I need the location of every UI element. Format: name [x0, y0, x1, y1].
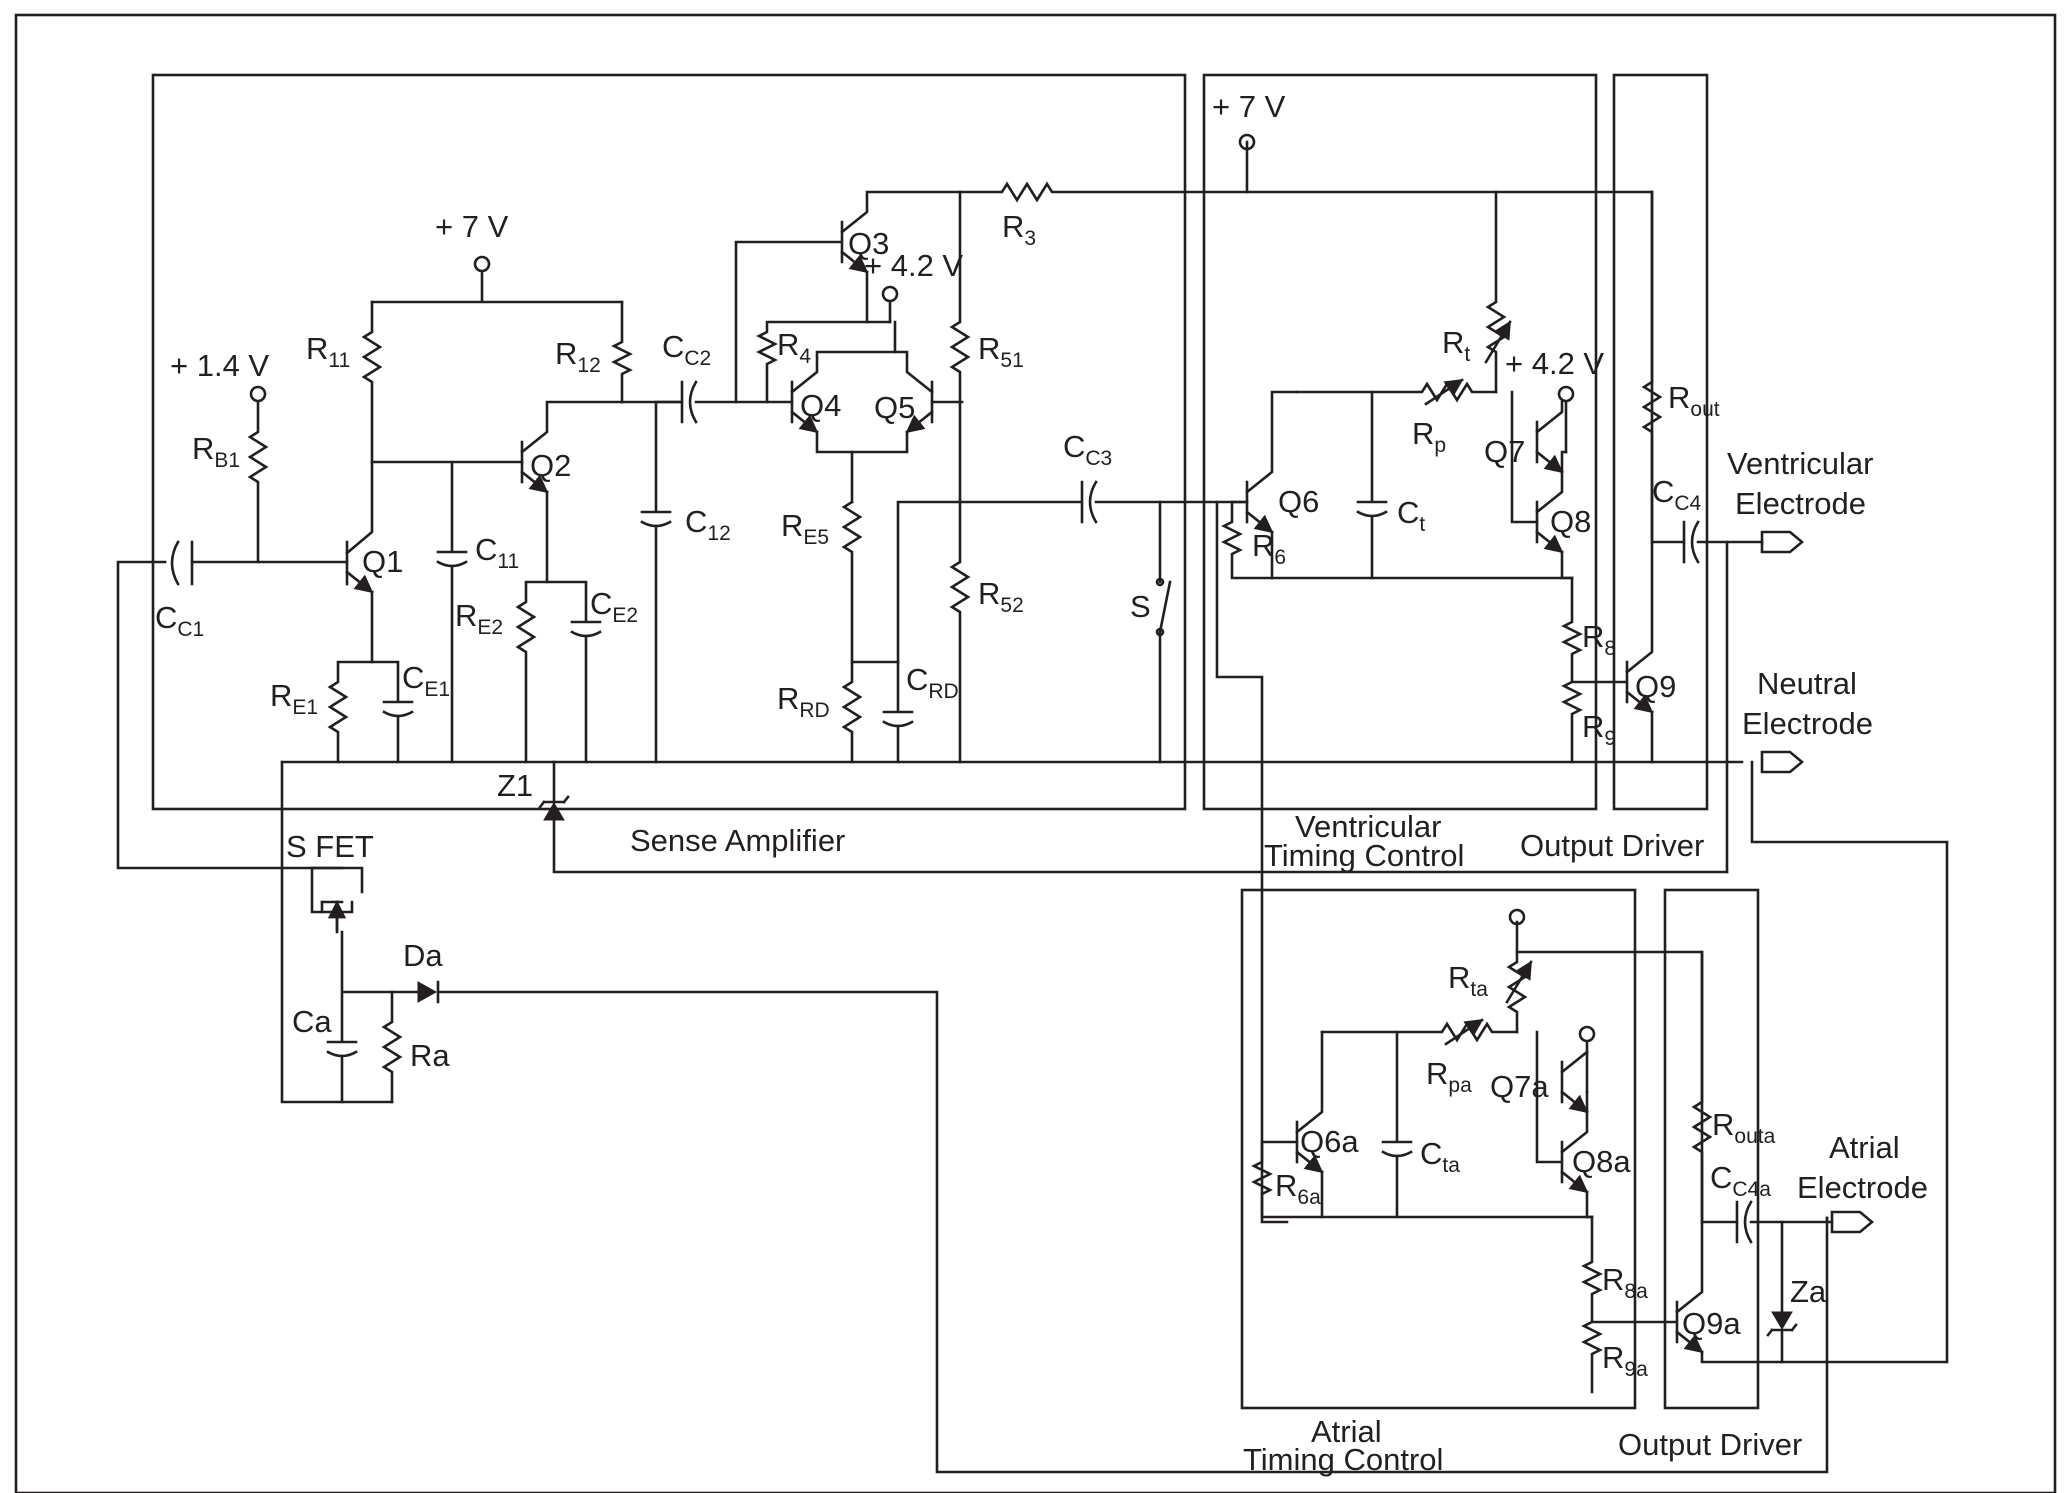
- cc3-label: CC3: [1063, 429, 1112, 470]
- r51-label: R51: [978, 331, 1024, 372]
- crd-label: CRD: [906, 662, 959, 703]
- r12-label: R12: [555, 336, 601, 377]
- cta-label: Cta: [1420, 1136, 1460, 1177]
- q3-label: Q3: [848, 226, 889, 261]
- supply-4v2-label: + 4.2 V: [864, 248, 963, 283]
- rp-label: Rp: [1412, 416, 1446, 457]
- q4-label: Q4: [800, 388, 841, 423]
- supply-7v-vtc-label: + 7 V: [1212, 89, 1286, 124]
- ce1-label: CE1: [402, 660, 450, 701]
- atc-title-line2: Timing Control: [1243, 1442, 1443, 1477]
- r52-label: R52: [978, 576, 1024, 617]
- q6a-label: Q6a: [1300, 1124, 1359, 1159]
- rrd-label: RRD: [777, 681, 830, 722]
- q7-label: Q7: [1484, 434, 1525, 469]
- cc2-label: CC2: [662, 329, 711, 370]
- neutral-electrode-line1: Neutral: [1757, 666, 1857, 701]
- r8-label: R8: [1582, 619, 1616, 660]
- vtc-title-line2: Timing Control: [1264, 838, 1464, 873]
- r3-label: R3: [1002, 209, 1036, 250]
- cc4-label: CC4: [1652, 474, 1702, 515]
- re1-label: RE1: [270, 678, 318, 719]
- q2-label: Q2: [530, 448, 571, 483]
- supply-7v-label: + 7 V: [435, 209, 509, 244]
- vtc-title-line1: Ventricular: [1295, 809, 1441, 844]
- supply-terminal-icon: [1238, 133, 1256, 151]
- ct-label: Ct: [1397, 495, 1425, 536]
- rpa-label: Rpa: [1426, 1056, 1472, 1097]
- supply-1v4-label: + 1.4 V: [170, 348, 269, 383]
- ca-label: Ca: [292, 1004, 332, 1039]
- z1-label: Z1: [497, 768, 533, 803]
- q8a-label: Q8a: [1572, 1144, 1631, 1179]
- q1-label: Q1: [362, 544, 403, 579]
- q5-label: Q5: [874, 390, 915, 425]
- supply-terminal-icon: [1508, 908, 1526, 926]
- figure-frame: [14, 13, 2057, 1493]
- za-label: Za: [1790, 1274, 1827, 1309]
- routa-label: Routa: [1712, 1107, 1776, 1148]
- output-driver-title: Output Driver: [1520, 828, 1704, 863]
- supply-terminal-icon: [1578, 1025, 1596, 1043]
- q9a-label: Q9a: [1682, 1306, 1741, 1341]
- ce2-label: CE2: [590, 586, 638, 627]
- cc1-label: CC1: [155, 600, 204, 641]
- ventricular-electrode-line2: Electrode: [1735, 486, 1866, 521]
- supply-terminal-icon: [881, 285, 899, 303]
- r11-label: R11: [306, 331, 350, 372]
- re5-label: RE5: [781, 508, 829, 549]
- rt-label: Rt: [1442, 325, 1470, 366]
- labels: + 7 V + 1.4 V + 4.2 V + 7 V + 4.2 V RB1 …: [155, 89, 1928, 1477]
- re2-label: RE2: [455, 598, 503, 639]
- q7a-label: Q7a: [1490, 1069, 1549, 1104]
- wiring: [116, 140, 1949, 1474]
- q8-label: Q8: [1550, 504, 1591, 539]
- q6-label: Q6: [1278, 484, 1319, 519]
- r9a-label: R9a: [1602, 1340, 1648, 1381]
- atc-title-line1: Atrial: [1311, 1414, 1382, 1449]
- r9-label: R9: [1582, 709, 1616, 750]
- r6-label: R6: [1252, 528, 1286, 569]
- atrial-electrode-line2: Electrode: [1797, 1170, 1928, 1205]
- switch-s-label: S: [1130, 589, 1151, 624]
- ventricular-electrode-line1: Ventricular: [1727, 446, 1873, 481]
- neutral-electrode-line2: Electrode: [1742, 706, 1873, 741]
- r8a-label: R8a: [1602, 1262, 1648, 1303]
- atrial-output-driver-title: Output Driver: [1618, 1427, 1802, 1462]
- da-label: Da: [403, 938, 443, 973]
- c12-label: C12: [685, 504, 731, 545]
- sense-amplifier-title: Sense Amplifier: [630, 823, 845, 858]
- rout-label: Rout: [1668, 380, 1720, 421]
- ventricular-timing-control-block: [1202, 73, 1598, 811]
- r6a-label: R6a: [1275, 1168, 1321, 1209]
- rta-label: Rta: [1448, 960, 1488, 1001]
- output-driver-block: [1612, 73, 1709, 811]
- r4-label: R4: [777, 327, 811, 368]
- rb1-label: RB1: [192, 431, 240, 472]
- q9-label: Q9: [1635, 669, 1676, 704]
- sfet-label: S FET: [286, 829, 374, 864]
- atrial-timing-control-block: [1240, 888, 1637, 1410]
- sense-amplifier-block: [151, 73, 1187, 811]
- supply-terminal-icon: [473, 255, 491, 273]
- cc4a-label: CC4a: [1710, 1160, 1771, 1201]
- supply-4v2-vtc-label: + 4.2 V: [1505, 346, 1604, 381]
- ra-label: Ra: [410, 1038, 450, 1073]
- atrial-electrode-line1: Atrial: [1829, 1130, 1900, 1165]
- atrial-output-driver-block: [1663, 888, 1760, 1410]
- supply-terminal-icon: [1557, 385, 1575, 403]
- c11-label: C11: [475, 532, 519, 573]
- supply-terminal-icon: [249, 385, 267, 403]
